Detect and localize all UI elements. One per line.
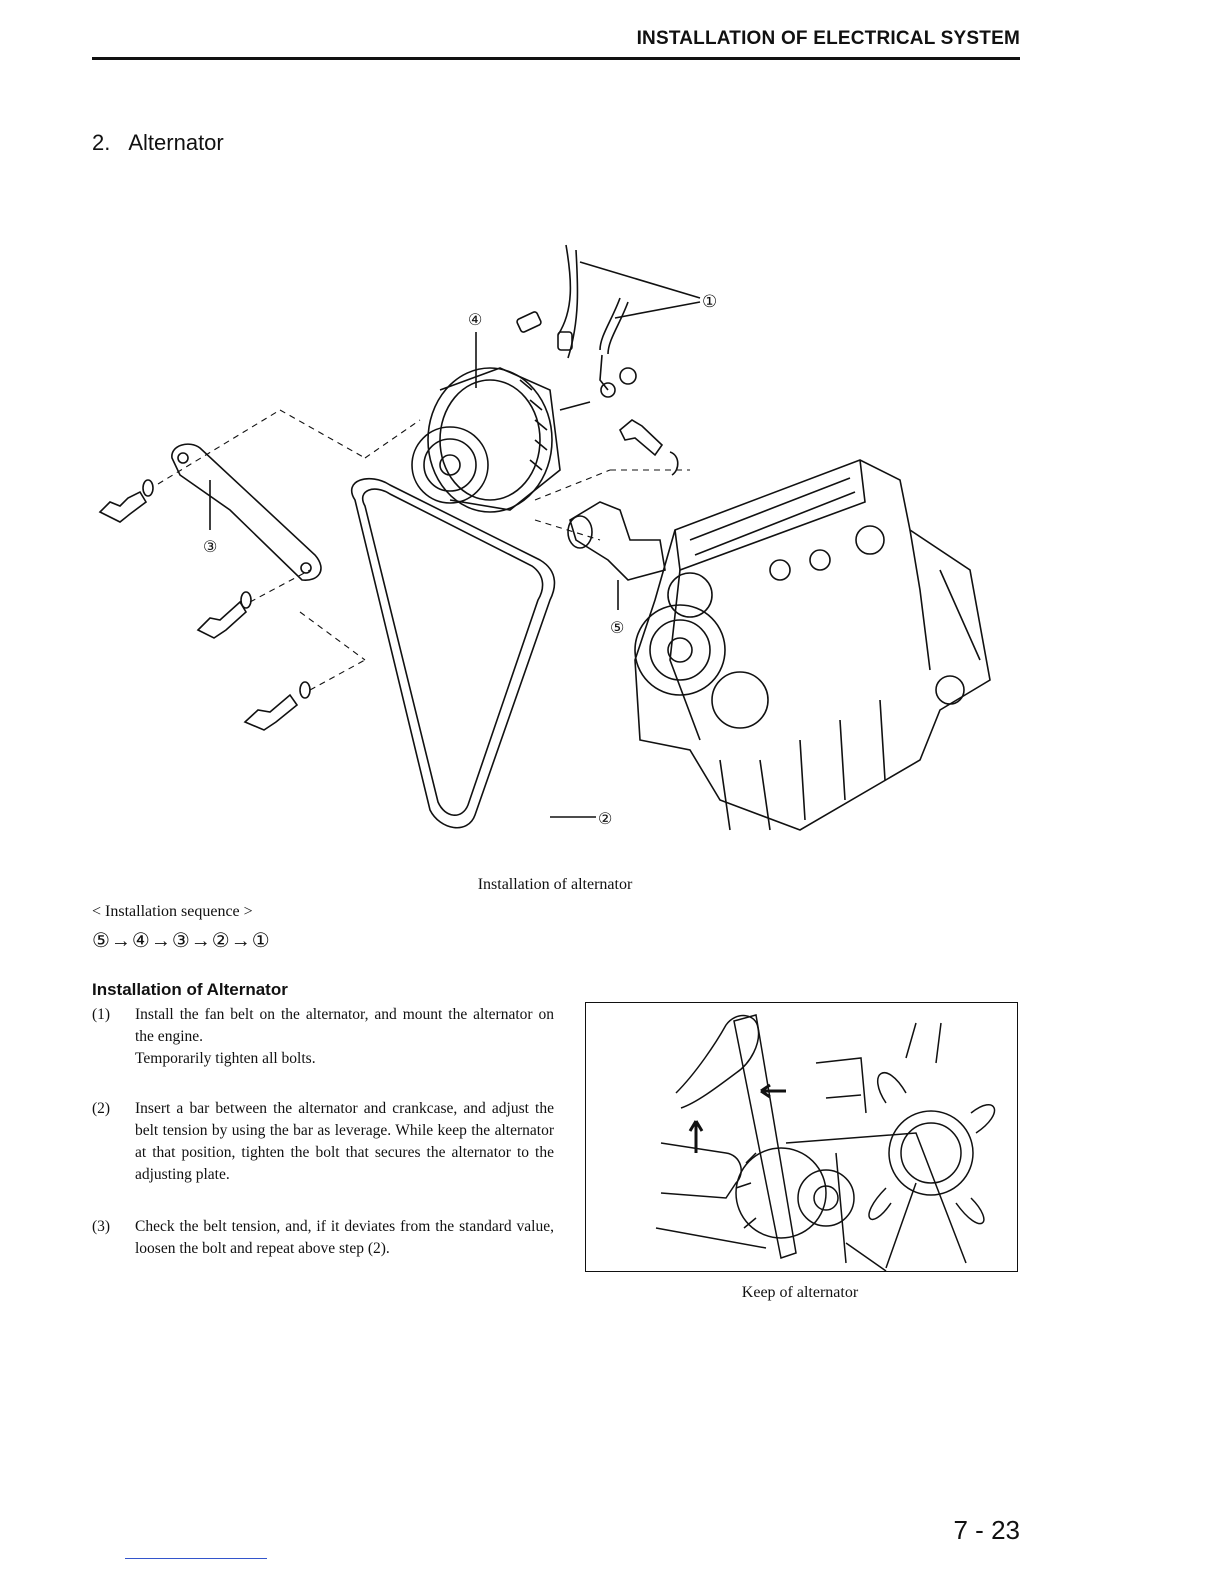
callout-2: ② [598,811,612,828]
step-mark: (1) [92,1006,111,1023]
callout-5: ⑤ [610,620,624,637]
step-text: Insert a bar between the alternator and … [135,1100,554,1183]
procedure-step: (3) Check the belt tension, and, if it d… [92,1216,554,1260]
alternator [411,367,591,513]
sequence-label: < Installation sequence > [92,903,253,920]
lever-bar [733,1014,797,1259]
step-text: Install the fan belt on the alternator, … [135,1006,554,1045]
wiring-harness [516,244,637,398]
step-text: Check the belt tension, and, if it devia… [135,1218,554,1257]
keep-alternator-illustration [585,1002,1018,1272]
procedure-step: (2) Insert a bar between the alternator … [92,1098,554,1186]
running-header: INSTALLATION OF ELECTRICAL SYSTEM [636,28,1020,49]
figure-caption-installation: Installation of alternator [477,876,633,893]
upper-hand [675,1014,760,1109]
callout-1: ① [702,292,717,311]
callout-1-leaders [579,261,701,319]
alignment-lines [157,409,690,691]
section-number: 2. [92,130,111,155]
step-mark: (3) [92,1218,111,1235]
sequence-steps: ⑤→④→③→②→① [92,930,271,952]
procedure-heading: Installation of Alternator [92,980,288,999]
footer-rule [125,1558,267,1559]
cooling-fan [888,1110,974,1196]
mounting-bracket [567,501,666,610]
keep-alternator-drawing [655,1014,996,1271]
section-heading: 2. Alternator [92,130,224,156]
arrow-left-icon [760,1083,786,1099]
figure-caption-keep: Keep of alternator [741,1284,859,1301]
procedure-steps: (1) Install the fan belt on the alternat… [92,1004,554,1260]
lower-hand [660,1142,742,1199]
engine-block [634,459,991,831]
section-title: Alternator [128,130,224,155]
callout-3: ③ [203,539,217,556]
page-number: 7 - 23 [953,1515,1021,1545]
alternator-body [735,1147,827,1239]
alternator-exploded-diagram: ① ④ ② ③ [98,244,991,831]
procedure-step: (1) Install the fan belt on the alternat… [92,1004,554,1070]
step-mark: (2) [92,1100,111,1117]
arrow-up-icon [688,1120,704,1153]
adjusting-plate [171,443,322,581]
bolts-and-washers [98,419,679,731]
fan-belt [351,477,596,829]
step-text: Temporarily tighten all bolts. [135,1050,316,1067]
callout-4: ④ [468,312,482,329]
header-rule [92,57,1020,60]
